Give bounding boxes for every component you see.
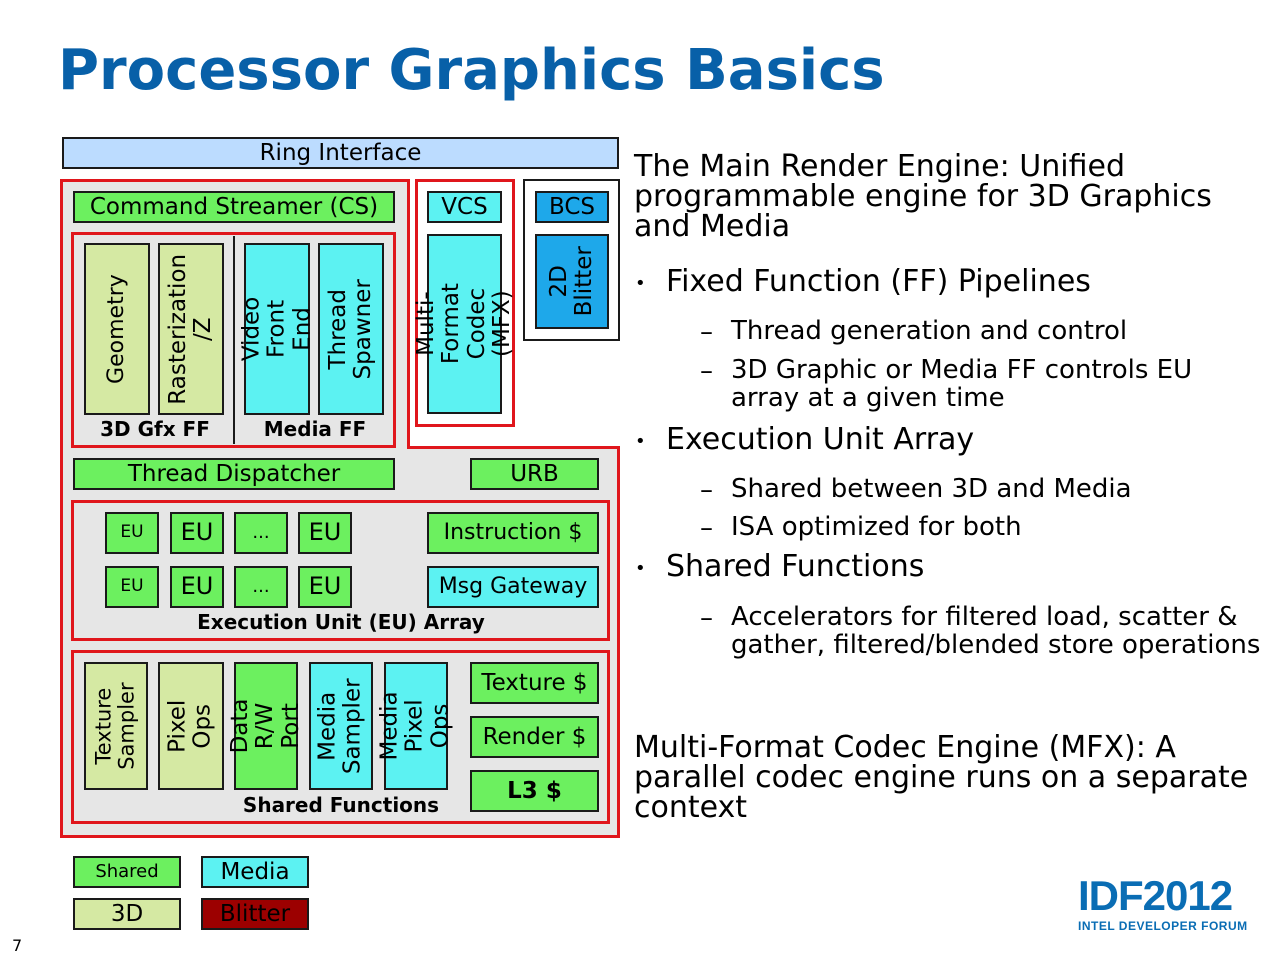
geometry-label: Geometry xyxy=(103,274,129,384)
page-title: Processor Graphics Basics xyxy=(58,38,885,103)
data-port-box: Data R/W Port xyxy=(227,662,304,790)
video-front-end-box: Video Front End xyxy=(238,243,315,415)
sf-sub1-text: Accelerators for filtered load, scatter … xyxy=(731,602,1261,660)
eu-array-label: Execution Unit (EU) Array xyxy=(197,610,485,634)
shared-functions-label: Shared Functions xyxy=(242,793,440,817)
dash: – xyxy=(700,603,713,633)
ff-sub2-text: 3D Graphic or Media FF controls EU array… xyxy=(731,355,1193,413)
idf-logo: IDF2012 INTEL DEVELOPER FORUM xyxy=(1078,874,1248,938)
mfx-box: Multi-Format Codec (MFX) xyxy=(413,234,515,414)
bullet-dot: • xyxy=(635,431,646,452)
dash: – xyxy=(700,513,713,543)
blitter-label: 2D Blitter xyxy=(545,246,598,317)
command-streamer: Command Streamer (CS) xyxy=(73,191,395,223)
geometry-box: Geometry xyxy=(84,243,150,415)
eu-array-text: Execution Unit Array xyxy=(666,422,975,457)
mfx-engine-text: Multi-Format Codec Engine (MFX): A paral… xyxy=(634,730,1249,825)
ff-frame xyxy=(71,232,396,448)
thread-spawner-box: Thread Spawner xyxy=(318,243,384,415)
eu-box-2: EU xyxy=(298,512,352,554)
eu-array-frame xyxy=(71,500,610,641)
dash: – xyxy=(700,317,713,347)
dash: – xyxy=(700,356,713,386)
mfx-frame xyxy=(415,179,515,427)
render-engine-frame-step xyxy=(407,446,620,449)
media-sampler-box: Media Sampler xyxy=(309,662,373,790)
dash: – xyxy=(700,475,713,505)
thread-spawner-label: Thread Spawner xyxy=(324,278,377,380)
l3-cache: L3 $ xyxy=(470,770,599,812)
bullet-dot: • xyxy=(635,558,646,579)
eu-box-4: EU xyxy=(298,566,352,608)
eu-sub2-text: ISA optimized for both xyxy=(731,512,1022,542)
eu-ellipsis-1: ... xyxy=(234,512,288,554)
mfx-label: Multi-Format Codec (MFX) xyxy=(412,283,515,365)
thread-dispatcher: Thread Dispatcher xyxy=(73,458,395,490)
media-ff-label: Media FF xyxy=(263,417,367,441)
legend-blitter: Blitter xyxy=(201,898,309,930)
page-number: 7 xyxy=(12,936,23,955)
video-front-end-label: Video Front End xyxy=(238,296,315,362)
media-pixel-ops-label: Media Pixel Ops xyxy=(377,691,454,761)
render-cache: Render $ xyxy=(470,716,599,758)
shared-functions-frame xyxy=(71,650,610,824)
data-port-label: Data R/W Port xyxy=(227,698,304,754)
shared-functions-text: Shared Functions xyxy=(666,549,925,584)
blitter-box: 2D Blitter xyxy=(535,234,609,329)
eu-sub1-text: Shared between 3D and Media xyxy=(731,474,1132,504)
legend-media: Media xyxy=(201,856,309,888)
gfx-ff-label: 3D Gfx FF xyxy=(100,417,210,441)
urb-box: URB xyxy=(470,458,599,490)
legend-3d: 3D xyxy=(73,898,181,930)
media-sampler-label: Media Sampler xyxy=(314,678,367,774)
main-engine-text: The Main Render Engine: Unified programm… xyxy=(634,149,1212,244)
ff-pipelines-text: Fixed Function (FF) Pipelines xyxy=(666,264,1091,299)
render-engine-frame-right xyxy=(617,446,620,838)
pixel-ops-box: Pixel Ops xyxy=(158,662,224,790)
texture-sampler-box: Texture Sampler xyxy=(84,662,148,790)
rasterization-label: Rasterization /Z xyxy=(164,253,217,405)
eu-box-1: EU xyxy=(170,512,224,554)
ff-sub1-text: Thread generation and control xyxy=(731,316,1128,346)
eu-box-3: EU xyxy=(170,566,224,608)
eu-ellipsis-2: ... xyxy=(234,566,288,608)
msg-gateway: Msg Gateway xyxy=(427,566,599,608)
eu-small-2: EU xyxy=(105,566,159,608)
legend-shared: Shared xyxy=(73,856,181,888)
ring-interface: Ring Interface xyxy=(62,137,619,169)
bcs-frame xyxy=(523,179,620,341)
instruction-cache: Instruction $ xyxy=(427,512,599,554)
render-engine-frame-left-top xyxy=(407,179,410,449)
vcs-box: VCS xyxy=(427,191,502,223)
bullet-dot: • xyxy=(635,273,646,294)
media-pixel-ops-box: Media Pixel Ops xyxy=(377,662,454,790)
bcs-box: BCS xyxy=(535,191,609,223)
ff-divider xyxy=(233,236,235,444)
idf-logo-brand: IDF2012 xyxy=(1078,872,1233,919)
eu-small-1: EU xyxy=(105,512,159,554)
texture-sampler-label: Texture Sampler xyxy=(91,682,139,770)
idf-logo-tagline: INTEL DEVELOPER FORUM xyxy=(1078,919,1248,933)
texture-cache: Texture $ xyxy=(470,662,599,704)
pixel-ops-label: Pixel Ops xyxy=(164,699,216,753)
rasterization-box: Rasterization /Z xyxy=(158,243,224,415)
